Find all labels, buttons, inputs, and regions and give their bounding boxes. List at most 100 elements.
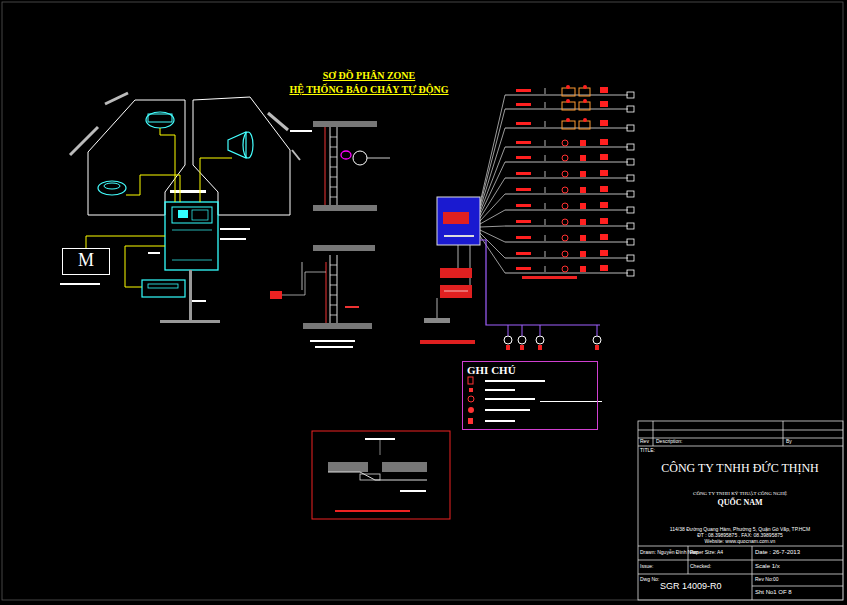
drawing-number: SGR 14009-R0 [660,581,722,591]
drawing-line [105,93,128,104]
drawing-use [505,118,634,131]
drawing-rect [290,130,312,132]
diagram-subtitle: HỆ THỐNG BÁO CHÁY TỰ ĐỘNG [289,84,448,96]
drawing-rect [440,285,472,298]
drawing-path [125,246,165,287]
drawing-circle [536,336,544,344]
drawing-line [337,127,338,205]
drawing-polygon [193,97,290,215]
client-name: CÔNG TY TNHH ĐỨC THỊNH [661,462,819,476]
title-block [638,421,843,600]
drawing-rect [310,340,355,342]
address-text: 114/38 Đường Quang Hàm, Phường 5, Quận G… [670,527,810,533]
drawing-path [330,137,337,197]
drawing-use [505,265,634,276]
drawing-rect [60,283,100,285]
drawing-rect [142,280,185,297]
drawing-line [638,546,843,547]
drawing-rect [522,276,577,279]
drawing-rect [315,346,353,348]
drawing-rect [165,202,218,270]
monitor-box: M [62,248,110,275]
drawing-line [268,113,288,130]
drawing-use [505,139,634,150]
diagram-title: SƠ ĐỒ PHÂN ZONE [323,70,416,82]
contact-text: Website: www.quocnam.com.vn [705,539,776,545]
drawing-rect [160,320,220,323]
drawing-rect [440,268,472,278]
drawing-ellipse [341,151,351,159]
room-illustration [60,93,300,323]
drawing-line [172,260,212,261]
drawing-rect [485,409,530,411]
drawing-line [783,421,784,446]
drawing-rect [443,212,469,224]
drawing-ellipse [243,132,253,158]
drawing-path [126,175,180,202]
drawing-line [653,421,654,446]
table-header: Description: [656,439,682,445]
company-name: QUỐC NAM [717,498,762,507]
drawing-use [505,234,634,245]
node-text: GHI CHÚ [467,364,593,376]
node-text: M [67,251,105,271]
drawing-line [480,236,505,273]
drawing-rect [437,197,480,245]
drawing-line [302,262,303,290]
drawing-rect [335,510,410,512]
table-header: By [786,439,792,445]
drawing-rect [420,340,475,344]
drawing-line [172,230,212,231]
drawing-rect [190,300,206,302]
drawing-use [505,85,634,98]
building-section [270,121,390,348]
drawing-rect [220,238,246,240]
drawing-ellipse [146,112,174,128]
drawing-path [458,245,470,285]
drawing-rect [345,306,359,308]
drawing-line [480,147,505,212]
drawing-circle [468,407,474,413]
contact-text: ĐT : 08.39895875 . FAX: 08.39895875 [697,533,783,539]
drawing-rect [638,421,843,600]
drawing-rect [313,205,377,211]
table-cell: Dwg No: [640,577,659,583]
table-header: TITLE: [640,448,655,454]
drawing-use [505,218,634,229]
drawing-circle [518,336,526,344]
table-cell: Drawn: Nguyễn Đình Nam [640,550,698,556]
table-cell: Paper Size: A4 [690,550,723,556]
drawing-use [505,250,634,261]
drawing-use [505,202,634,213]
drawing-rect [468,377,473,384]
drawing-circle [353,151,367,165]
drawing-line [638,446,843,447]
drawing-rect [485,389,515,391]
drawing-use [505,186,634,197]
drawing-rect [540,401,602,402]
table-header: Rev [640,439,649,445]
drawing-line [444,291,468,292]
drawing-line [330,127,331,205]
drawing-rect [485,420,515,422]
table-cell: Rev No:00 [755,577,779,583]
drawing-line [325,127,326,205]
drawing-line [480,95,505,203]
drawing-line [638,574,843,575]
drawing-path [328,472,427,480]
table-cell: Date : 26-7-2013 [755,549,800,556]
drawing-rect [220,228,250,230]
drawing-line [292,150,300,160]
drawing-ellipse [98,181,126,195]
installation-detail [312,431,450,519]
drawing-rect [469,388,473,392]
table-cell: Issue: [640,564,653,570]
legend-symbols [468,377,602,424]
drawing-rect [485,398,535,400]
table-cell: Checked: [690,564,711,570]
drawing-ellipse [104,183,120,189]
drawing-rect [400,490,426,492]
drawing-line [480,226,505,227]
drawing-rect [485,380,545,382]
